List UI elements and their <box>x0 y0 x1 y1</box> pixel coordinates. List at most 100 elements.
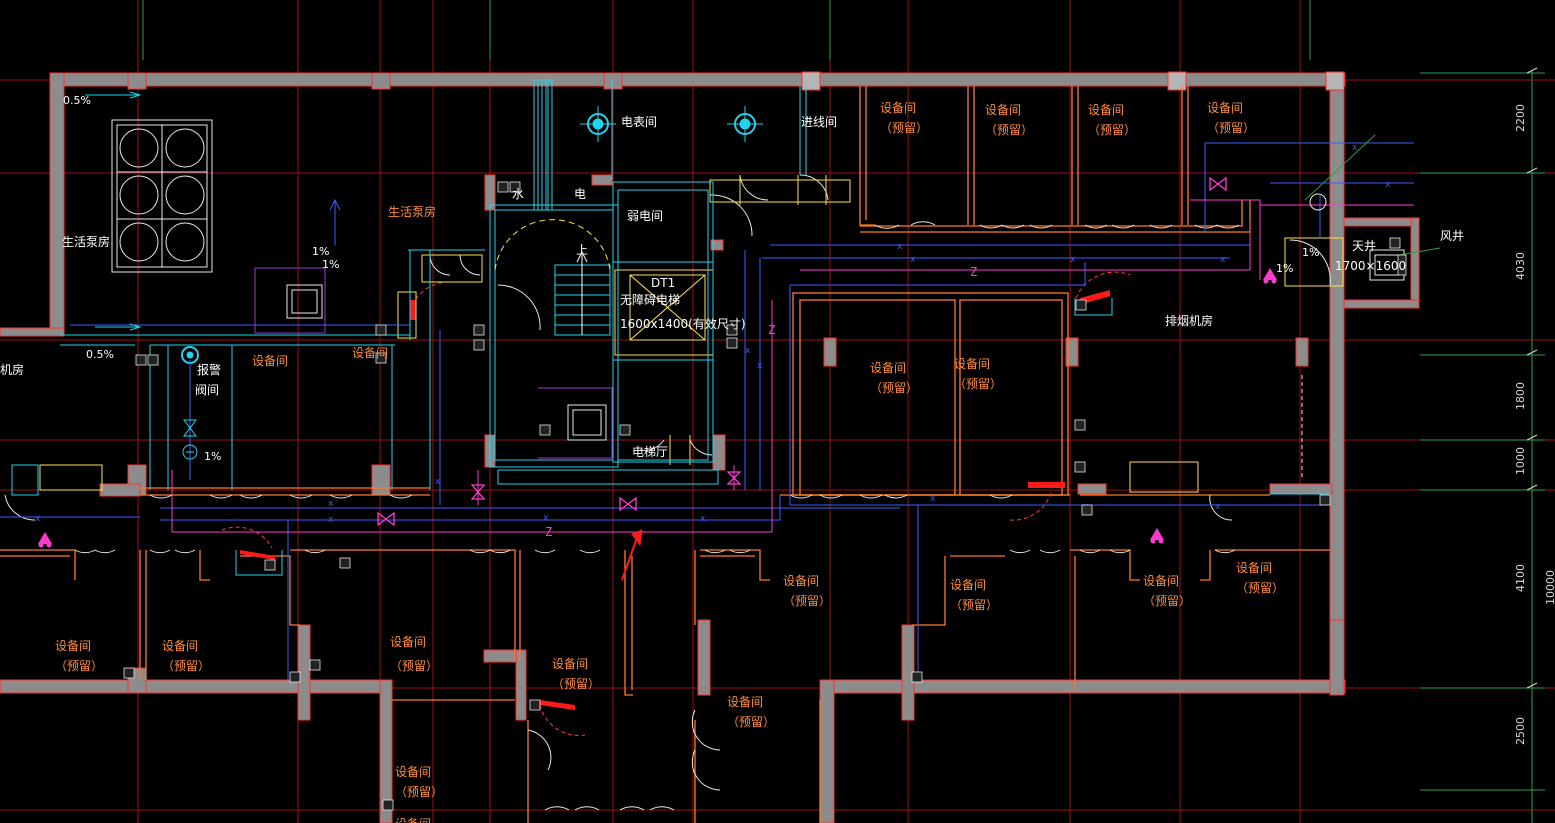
equipment-room-reserved: （预留） <box>950 598 998 612</box>
svg-text:x: x <box>1215 502 1221 512</box>
svg-text:x: x <box>1385 180 1391 190</box>
yellow-fixtures <box>39 175 1344 493</box>
equipment-room-reserved: （预留） <box>162 659 210 673</box>
equipment-room-label: 设备间 <box>870 361 906 375</box>
equipment-room-reserved: （预留） <box>552 677 600 691</box>
fire-door-swings <box>221 271 1131 736</box>
svg-text:1%: 1% <box>322 258 339 271</box>
equipment-room-label: 设备间 <box>1236 561 1272 575</box>
equipment-room-label: 设备间 <box>162 639 198 653</box>
equipment-room-label: 设备间 <box>395 817 431 823</box>
equipment-room-label: 设备间 <box>1143 574 1179 588</box>
room-label-smoke-exhaust: 排烟机房 <box>1165 313 1213 328</box>
room-label-weak-current: 弱电间 <box>627 209 663 223</box>
svg-text:Z: Z <box>545 525 552 539</box>
svg-text:x: x <box>1352 143 1358 153</box>
pipes-magenta <box>171 199 1414 533</box>
equipment-room-reserved: （预留） <box>390 659 438 673</box>
room-labels-orange: 生活泵房 设备间 （预留） 设备间 （预留） 设备间 （预留） 设备间 （预留）… <box>55 101 1284 823</box>
svg-text:10000: 10000 <box>1544 570 1555 605</box>
room-label-elevator-hall: 电梯厅 <box>632 445 668 459</box>
svg-text:4030: 4030 <box>1514 252 1527 280</box>
structural-walls <box>0 71 1420 823</box>
svg-text:1%: 1% <box>1276 262 1293 275</box>
svg-text:x: x <box>328 499 334 509</box>
room-label-elevator: 无障碍电梯 <box>620 292 680 307</box>
room-label-pump-room: 生活泵房 <box>62 234 110 249</box>
equipment-room-label: 设备间 <box>1088 103 1124 117</box>
svg-text:2500: 2500 <box>1514 717 1527 745</box>
equipment-room-label: 设备间 <box>390 635 426 649</box>
equipment-boxes <box>286 134 1441 441</box>
svg-text:x: x <box>1070 255 1076 265</box>
slope-labels: 0.5% 0.5% 1% 1% 1% 1% 1% <box>63 94 1319 463</box>
equipment-room-label: 设备间 <box>1207 101 1243 115</box>
fire-door-leaves <box>240 290 1110 710</box>
equipment-room-reserved: （预留） <box>1143 594 1191 608</box>
equipment-room-reserved: （预留） <box>783 594 831 608</box>
equipment-outlines <box>254 267 613 459</box>
equipment-room-label: 设备间 <box>252 354 288 368</box>
equipment-room-reserved: （预留） <box>395 785 443 799</box>
room-label-machine-room-cut: 机房 <box>0 362 24 377</box>
svg-text:1%: 1% <box>312 245 329 258</box>
equipment-room-label: 设备间 <box>783 574 819 588</box>
svg-text:Z: Z <box>768 323 775 337</box>
equipment-room-label: 设备间 <box>395 765 431 779</box>
stair-up-label: 上 <box>576 243 588 257</box>
svg-text:x: x <box>328 515 334 525</box>
equipment-room-label: 设备间 <box>880 101 916 115</box>
hydrant-markers <box>38 268 1277 548</box>
svg-text:x: x <box>757 361 763 371</box>
svg-text:x: x <box>1220 255 1226 265</box>
equipment-room-label: 设备间 <box>552 657 588 671</box>
svg-text:4100: 4100 <box>1514 564 1527 592</box>
svg-text:x: x <box>35 514 41 524</box>
shaft-label-power: 电 <box>574 187 586 201</box>
doors <box>4 174 1331 811</box>
dimension-ticks <box>1526 67 1538 689</box>
svg-text:1000: 1000 <box>1514 447 1527 475</box>
pipe-valves <box>377 176 1227 527</box>
equipment-room-label: 设备间 <box>954 357 990 371</box>
equipment-room-reserved: （预留） <box>870 381 918 395</box>
equipment-room-reserved: （预留） <box>1088 123 1136 137</box>
pipe-marks: x x x x x x x x x x x x x x x x x Z Z Z <box>35 143 1391 539</box>
room-label-alarm-valve-2: 阀间 <box>195 383 219 397</box>
equipment-room-label: 设备间 <box>55 639 91 653</box>
equipment-room-reserved: （预留） <box>55 659 103 673</box>
equipment-room-reserved: （预留） <box>985 123 1033 137</box>
svg-text:1%: 1% <box>1302 246 1319 259</box>
equipment-room-label: 设备间 <box>727 695 763 709</box>
room-label-alarm-valve-1: 报警 <box>197 362 221 377</box>
equipment-room-reserved: （预留） <box>1236 581 1284 595</box>
room-label-sky-well: 天井 <box>1352 239 1376 253</box>
equipment-room-label: 设备间 <box>985 103 1021 117</box>
svg-text:x: x <box>435 477 441 487</box>
room-label-pump-room-2: 生活泵房 <box>388 204 436 219</box>
svg-text:x: x <box>700 514 706 524</box>
room-partitions <box>0 86 1330 823</box>
equipment-symbols <box>123 181 1407 811</box>
svg-text:0.5%: 0.5% <box>63 94 91 107</box>
equipment-room-label: 设备间 <box>950 578 986 592</box>
room-label-air-shaft: 风井 <box>1440 229 1464 243</box>
room-label-meter-room: 电表间 <box>621 115 657 129</box>
svg-text:x: x <box>543 513 549 523</box>
equipment-room-label: 设备间 <box>352 346 388 360</box>
water-tank <box>111 119 213 273</box>
elevator-size: 1600x1400(有效尺寸) <box>620 316 746 331</box>
equipment-room-reserved: （预留） <box>880 121 928 135</box>
svg-text:x: x <box>930 494 936 504</box>
entrance-arrow <box>621 529 643 581</box>
svg-text:x: x <box>910 255 916 265</box>
elevator-code: DT1 <box>651 276 675 290</box>
shaft-label-water: 水 <box>512 187 524 201</box>
equipment-room-reserved: （预留） <box>727 715 775 729</box>
equipment-room-reserved: （预留） <box>954 377 1002 391</box>
svg-text:1800: 1800 <box>1514 382 1527 410</box>
svg-text:1%: 1% <box>204 450 221 463</box>
